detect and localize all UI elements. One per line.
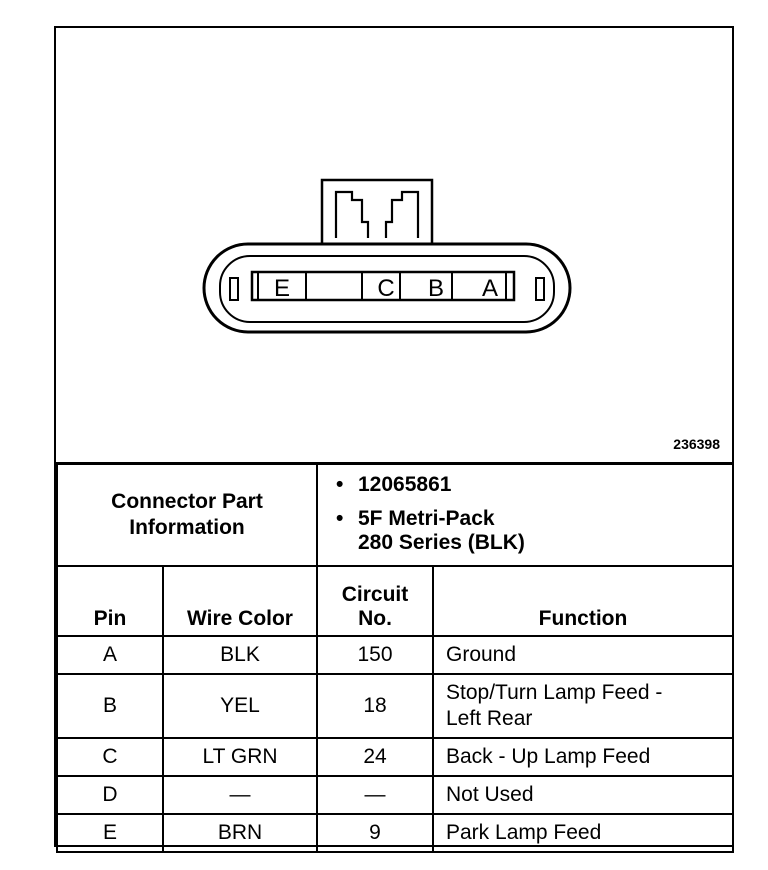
cavity-label-a: A [482, 275, 498, 302]
pinout-table: Connector Part Information 12065861 5F M… [56, 462, 734, 853]
table-header-row: Pin Wire Color Circuit No. Function [56, 565, 734, 637]
table-row: C LT GRN 24 Back - Up Lamp Feed [56, 737, 734, 777]
table-row: A BLK 150 Ground [56, 635, 734, 675]
pin-cell: C [56, 737, 164, 777]
cavity-label-c: C [377, 275, 394, 302]
connector-ear-left [229, 277, 239, 301]
pin-cell: E [56, 813, 164, 853]
header-circuit-line2: No. [358, 607, 392, 630]
diagram-frame: E C B A 236398 Connector Part Informatio… [54, 26, 734, 853]
circuit-cell: 24 [316, 737, 434, 777]
table-row: E BRN 9 Park Lamp Feed [56, 813, 734, 853]
cavity-label-e: E [274, 275, 290, 302]
wire-color-cell: BRN [162, 813, 318, 853]
header-function: Function [432, 565, 734, 637]
table-row: D — — Not Used [56, 775, 734, 815]
wire-color-cell: LT GRN [162, 737, 318, 777]
connector-info-values: 12065861 5F Metri-Pack 280 Series (BLK) [316, 462, 734, 567]
header-circuit-line1: Circuit [341, 583, 409, 606]
lock-tab-latch-right [384, 190, 420, 238]
table-row: B YEL 18 Stop/Turn Lamp Feed - Left Rear [56, 673, 734, 739]
function-cell: Stop/Turn Lamp Feed - Left Rear [432, 673, 734, 739]
connector-info-label: Connector Part Information [56, 462, 318, 567]
connector-info-row: Connector Part Information 12065861 5F M… [56, 462, 734, 567]
connector-body-inner [219, 255, 555, 323]
connector-type: 5F Metri-Pack 280 Series (BLK) [336, 507, 732, 555]
wire-color-cell: BLK [162, 635, 318, 675]
circuit-cell: — [316, 775, 434, 815]
header-circuit: Circuit No. [316, 565, 434, 637]
wire-color-cell: YEL [162, 673, 318, 739]
function-cell: Park Lamp Feed [432, 813, 734, 853]
function-line2: Left Rear [446, 707, 533, 730]
circuit-cell: 150 [316, 635, 434, 675]
connector-illustration: E C B A 236398 [56, 28, 732, 462]
figure-id: 236398 [673, 436, 720, 452]
wire-color-cell: — [162, 775, 318, 815]
connector-ear-right [535, 277, 545, 301]
cavity-strip [250, 270, 516, 302]
header-wire-color: Wire Color [162, 565, 318, 637]
circuit-cell: 9 [316, 813, 434, 853]
connector-lock-tab [320, 178, 434, 244]
function-cell: Back - Up Lamp Feed [432, 737, 734, 777]
connector-info-label-line2: Information [129, 516, 245, 539]
part-number: 12065861 [336, 473, 732, 497]
function-cell: Not Used [432, 775, 734, 815]
circuit-cell: 18 [316, 673, 434, 739]
connector-info-label-line1: Connector Part [111, 490, 263, 513]
connector-face-view: E C B A [202, 178, 572, 334]
lock-tab-latch-left [334, 190, 370, 238]
pin-cell: B [56, 673, 164, 739]
cavity-label-b: B [428, 275, 444, 302]
pin-cell: A [56, 635, 164, 675]
pin-cell: D [56, 775, 164, 815]
connector-series: 280 Series (BLK) [358, 531, 525, 554]
function-cell: Ground [432, 635, 734, 675]
function-line1: Stop/Turn Lamp Feed - [446, 681, 663, 704]
header-pin: Pin [56, 565, 164, 637]
connector-family: 5F Metri-Pack [358, 507, 495, 530]
